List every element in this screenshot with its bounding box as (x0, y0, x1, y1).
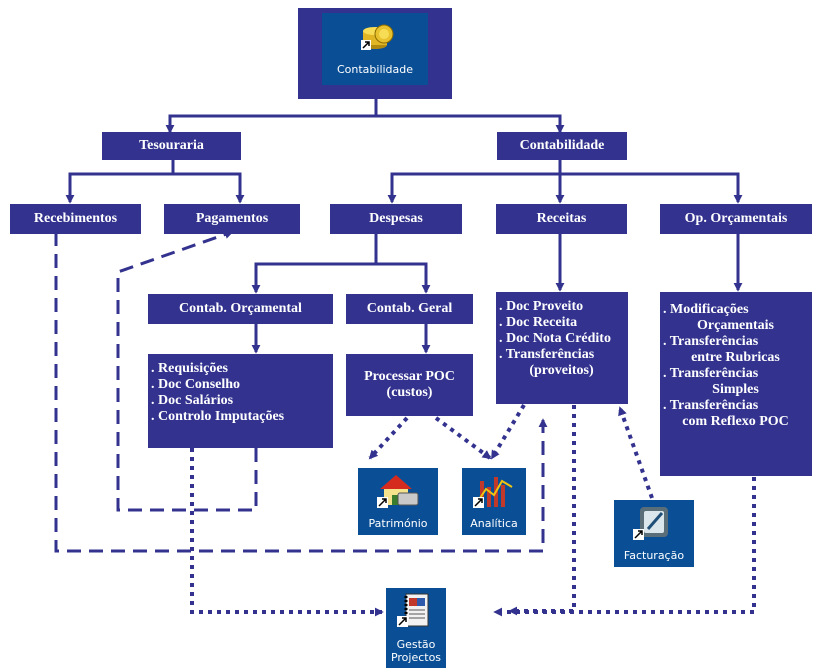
contab-orcamental-label: Contab. Orçamental (179, 301, 302, 316)
op-item: Orçamentais (697, 318, 774, 333)
despesas-branch-line (251, 234, 378, 294)
coins-icon (361, 24, 394, 50)
gestao-label-line-2: Projectos (390, 651, 442, 664)
pagamentos-box: Pagamentos (164, 204, 300, 234)
op-orcamentais-box: Op. Orçamentais (660, 204, 812, 234)
receitas-box: Receitas (496, 204, 627, 234)
facturacao-app-icon[interactable]: Facturação (614, 500, 694, 567)
patrimonio-label: Património (368, 517, 428, 530)
despesas-box: Despesas (330, 204, 462, 234)
receitas-item: . Doc Nota Crédito (499, 331, 611, 346)
contabilidade-to-op-arrow (560, 172, 743, 204)
gestao-label-line-1: Gestão (396, 638, 436, 651)
contabilidade-label: Contabilidade (519, 138, 605, 153)
op-item: . Transferências (663, 366, 759, 381)
contab-geral-label: Contab. Geral (366, 301, 453, 316)
despesas-to-geral-arrow (376, 262, 431, 294)
op-item: entre Rubricas (691, 350, 780, 365)
contabilidade-branch-line (387, 160, 562, 204)
op-to-gestao-dotted (493, 477, 756, 617)
pagamentos-dashed-link (116, 230, 258, 512)
recebimentos-box: Recebimentos (10, 204, 141, 234)
receitas-item: (proveitos) (529, 363, 594, 378)
orcamental-item: . Controlo Imputações (151, 409, 285, 424)
poc-to-analitica-dotted (434, 416, 492, 460)
receitas-item: . Transferências (499, 347, 595, 362)
op-item: Simples (712, 382, 759, 397)
despesas-label: Despesas (369, 211, 423, 226)
facturacao-label: Facturação (623, 549, 685, 562)
op-item: com Reflexo POC (682, 414, 789, 429)
tesouraria-branch-line (65, 160, 175, 204)
poc-line-1: Processar POC (364, 369, 455, 384)
gestao-projectos-app-icon[interactable] (386, 588, 446, 634)
patrimonio-app-icon[interactable]: Património (358, 468, 438, 535)
tesouraria-label: Tesouraria (139, 138, 204, 153)
orcamental-item: . Doc Conselho (151, 377, 241, 392)
orcamental-items-box: . Requisições . Doc Conselho . Doc Salár… (148, 354, 333, 448)
gestao-projectos-label: Gestão Projectos (386, 634, 446, 668)
facturacao-to-receitas-dotted (618, 406, 654, 499)
analitica-app-icon[interactable]: Analítica (462, 468, 526, 535)
analitica-label: Analítica (470, 517, 518, 530)
house-icon (377, 475, 419, 508)
pagamentos-label: Pagamentos (195, 211, 269, 226)
op-item: . Modificações (663, 302, 749, 317)
invoice-pen-icon (633, 507, 668, 540)
op-item: . Transferências (663, 398, 759, 413)
root-label: Contabilidade (336, 63, 414, 76)
poc-line-2: (custos) (386, 385, 433, 400)
poc-to-patrimonio-dotted (368, 416, 409, 460)
recebimentos-label: Recebimentos (33, 211, 118, 226)
receitas-item: . Doc Proveito (499, 299, 584, 314)
recebimentos-dashed-link (54, 232, 548, 553)
orcamental-to-gestao-dotted (190, 448, 384, 617)
op-orcamentais-label: Op. Orçamentais (684, 211, 788, 226)
tesouraria-box: Tesouraria (102, 132, 241, 160)
receitas-label: Receitas (536, 211, 587, 226)
contabilidade-box: Contabilidade (497, 132, 627, 160)
orcamental-item: . Requisições (151, 361, 228, 376)
contabilidade-app-icon[interactable]: Contabilidade (322, 13, 428, 85)
op-items-box: . Modificações Orçamentais . Transferênc… (660, 292, 812, 476)
notebook-icon (397, 593, 429, 627)
processar-poc-box: Processar POC (custos) (346, 354, 473, 416)
contab-orcamental-box: Contab. Orçamental (148, 294, 333, 324)
contab-geral-box: Contab. Geral (346, 294, 473, 324)
orcamental-item: . Doc Salários (151, 393, 234, 408)
tesouraria-to-pagamentos-arrow (173, 172, 245, 204)
root-branch-line (168, 99, 560, 132)
analytics-chart-icon (473, 477, 513, 508)
receitas-to-analitica-dotted (490, 403, 526, 460)
receitas-item: . Doc Receita (499, 315, 578, 330)
op-item: . Transferências (663, 334, 759, 349)
receitas-items-box: . Doc Proveito . Doc Receita . Doc Nota … (496, 292, 628, 404)
